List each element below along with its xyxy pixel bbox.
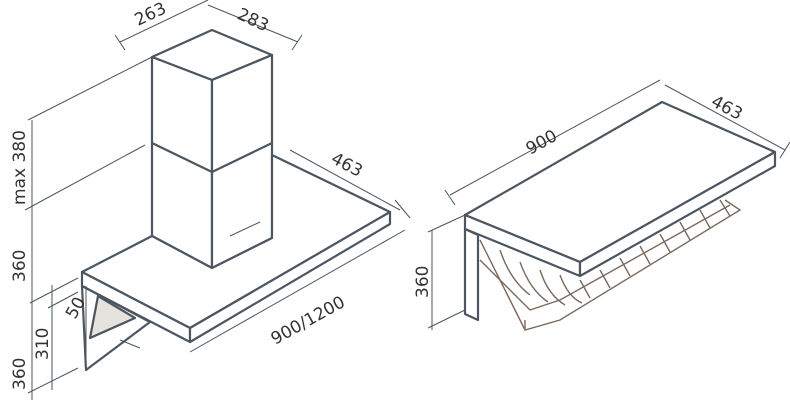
chimney-hood-drawing — [24, 0, 411, 400]
shelf-side-edge — [578, 150, 777, 278]
dish-rack — [479, 199, 742, 331]
label-shelf-height: 360 — [413, 266, 433, 298]
shelf-dimension-lines — [427, 79, 790, 330]
label-wall-height: 360 — [10, 250, 30, 282]
chimney-right-face — [210, 53, 274, 270]
label-canopy-depth: 463 — [328, 149, 366, 182]
shelf-bracket — [463, 227, 480, 322]
hood-dimension-lines — [24, 0, 411, 400]
label-chimney-depth: 263 — [132, 0, 170, 31]
label-chimney-width: 283 — [234, 4, 272, 36]
canopy-side-edge — [188, 210, 392, 344]
chimney-left-face — [150, 55, 214, 270]
label-chimney-height: max 380 — [10, 130, 30, 205]
shelf-drawing — [427, 79, 790, 331]
label-side-height: 310 — [33, 328, 53, 360]
label-lower-height: 360 — [10, 358, 30, 390]
grease-filter — [88, 294, 137, 340]
label-shelf-depth: 463 — [708, 92, 746, 125]
label-shelf-width: 900 — [523, 126, 561, 159]
